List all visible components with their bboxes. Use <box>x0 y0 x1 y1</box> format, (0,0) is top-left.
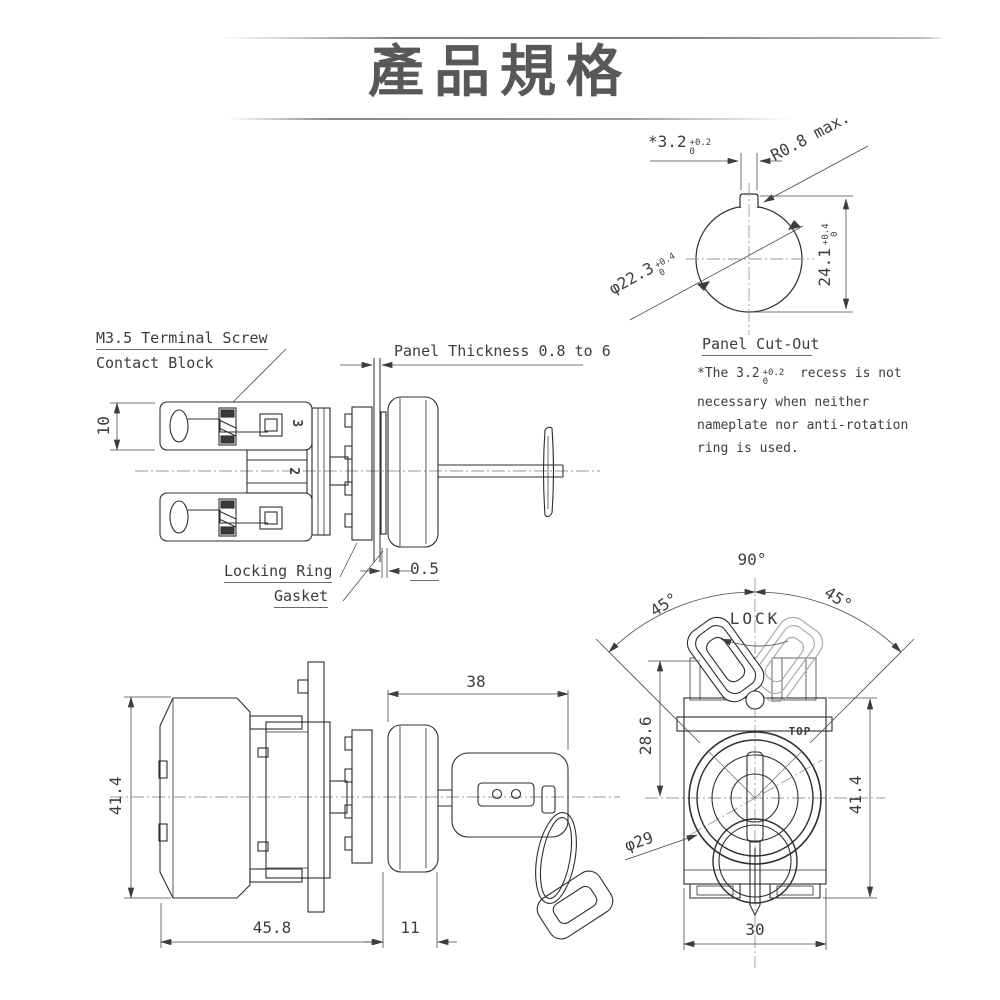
gasket-thickness-dimension: 0.5 <box>410 560 439 581</box>
note-line-2: necessary when neither <box>697 395 870 410</box>
locking-ring-part <box>344 406 373 541</box>
top-marking: TOP <box>788 725 812 738</box>
lock-label: LOCK <box>729 609 781 628</box>
contact-block-label: Contact Block <box>96 354 214 372</box>
key-blade <box>749 842 761 917</box>
gasket-part <box>380 411 387 535</box>
front-height-dimension: 41.4 <box>846 775 866 815</box>
bottom-side-view-drawing <box>110 661 620 948</box>
contact-marking-2: 2 <box>286 467 302 476</box>
divider-top <box>220 37 946 39</box>
upper-height-dimension: 28.6 <box>636 716 656 756</box>
key-edge <box>542 426 555 518</box>
body-height-dimension: 41.4 <box>106 776 126 816</box>
nameplate-flange <box>676 716 833 732</box>
key-ring <box>535 812 577 904</box>
note-line-4: ring is used. <box>697 441 799 456</box>
key-shaft <box>438 464 564 478</box>
terminal-screw <box>218 407 237 537</box>
side-view-drawing <box>110 348 600 602</box>
mounting-plate <box>307 661 325 913</box>
panel-lines <box>373 358 381 562</box>
note-line-3: nameplate nor anti-rotation <box>697 418 909 433</box>
block-height-dimension: 10 <box>94 416 114 436</box>
bezel-head <box>387 396 439 548</box>
key-length-dimension: 38 <box>466 672 486 691</box>
front-width-dimension: 30 <box>745 920 765 939</box>
key-cylinder <box>451 752 569 838</box>
terminal-screw-label: M3.5 Terminal Screw <box>96 330 268 350</box>
page-title: 產品規格 <box>368 40 632 105</box>
key-fob <box>536 870 614 940</box>
locking-ring-label: Locking Ring <box>224 563 333 583</box>
gasket-label: Gasket <box>274 588 329 608</box>
contact-block-body <box>311 407 331 536</box>
body-length-dimension: 45.8 <box>252 918 292 937</box>
angle-total-dimension: 90° <box>737 550 767 569</box>
contact-marking-3: 3 <box>289 419 305 428</box>
key-ring-front <box>712 818 798 904</box>
front-view-drawing <box>595 578 915 968</box>
divider-bottom <box>228 118 794 120</box>
panel-thickness-label: Panel Thickness 0.8 to 6 <box>394 342 611 360</box>
panel-cutout-label: Panel Cut-Out <box>702 336 819 356</box>
key-pivot <box>745 690 765 710</box>
bezel-length-dimension: 11 <box>400 918 420 937</box>
housing-profile <box>159 697 251 899</box>
panel-cutout-drawing <box>629 145 869 335</box>
key-slot <box>746 751 764 843</box>
